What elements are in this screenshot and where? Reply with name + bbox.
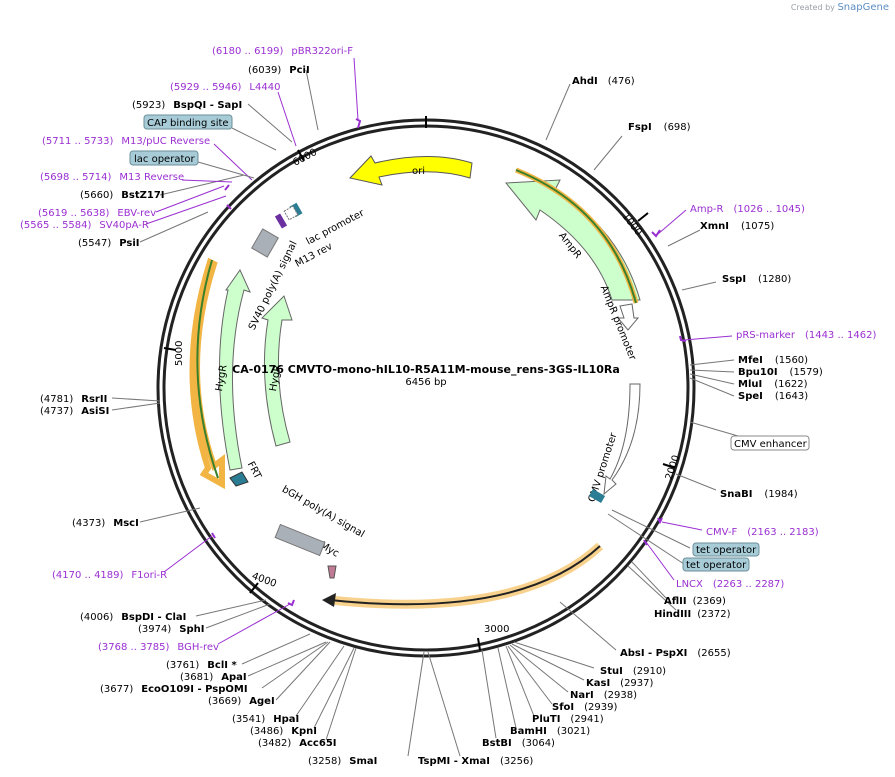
cmv-promoter-feature [603,383,641,496]
enzyme-bspqi-sapi: (5923)BspQI - SapI [132,100,242,111]
hygr-feature-1 [219,268,251,471]
enzyme-bspdi-clai: (4006)BspDI - ClaI [80,612,186,623]
enzyme-fspi: FspI(698) [628,122,691,133]
ori-feature [349,155,473,186]
created-by-text: Created by [790,3,835,12]
tet-operator-box-1: tet operator [692,542,760,557]
cmv-enhancer-box: CMV enhancer [730,435,810,451]
primer-marks [211,118,687,607]
cap-binding-site-label: CAP binding site [147,118,229,129]
primer-prs-marker: pRS-marker(1443 .. 1462) [736,330,876,341]
primer-amp-r: Amp-R(1026 .. 1045) [690,204,805,215]
enzyme-spei: SpeI(1643) [738,391,808,402]
m13-rev-label: M13 rev [294,241,335,270]
plasmid-size: 6456 bp [405,377,446,388]
enzyme-stui: StuI(2910) [600,666,666,677]
enzyme-xmni: XmnI(1075) [700,221,774,232]
enzyme-nari: NarI(2938) [570,690,637,701]
insert-orf-arrowhead [322,593,336,607]
lac-operator-site [274,213,288,229]
lac-operator-label: lac operator [134,154,195,165]
ampr-promoter-arrow [616,303,640,331]
enzyme-sphi: (3974)SphI [138,624,204,635]
enzyme-sspi: SspI(1280) [722,274,791,285]
enzyme-bcli: (3761)BclI * [166,660,237,671]
enzyme-leaders [111,69,763,757]
ampr-outer-line-inner [515,169,637,304]
enzyme-pcii: (6039)PciI [248,65,310,76]
lac-operator-box: lac operator [129,150,199,166]
cmv-enhancer-label: CMV enhancer [734,439,808,450]
ampr-feature [504,179,641,301]
cap-binding-site-box: CAP binding site [143,114,233,130]
tet-operator-box-2: tet operator [682,557,750,572]
hygr-label-2: HygR [268,364,283,392]
enzyme-msci: (4373)MscI [72,518,139,529]
lac-promoter-label: lac promoter [304,207,366,247]
primer-l4440: (5929 .. 5946)L4440 [170,82,280,93]
snapgene-logo-text: SnapGene [837,2,889,13]
enzyme-acc65i: (3482)Acc65I [258,738,337,749]
frt-feature [229,471,249,487]
tet-operator-label-2: tet operator [686,560,747,571]
sv40-polya-feature [251,228,279,258]
enzyme-bstbi: BstBI(3064) [482,738,555,749]
hygr-label-1: HygR [214,364,229,392]
backbone-outer [156,118,696,658]
enzyme-kpni: (3486)KpnI [250,726,317,737]
primer-m13-reverse: (5698 .. 5714)M13 Reverse [40,172,184,183]
enzyme-ahdi: AhdI(476) [572,76,635,87]
enzyme-hindiii: HindIII(2372) [654,609,731,620]
myc-feature [327,565,337,579]
enzyme-smai: (3258)SmaI [308,756,377,767]
snapgene-branding: Created by SnapGene [791,2,889,13]
primer-lncx: LNCX(2263 .. 2287) [676,579,784,590]
primer-leaders [145,57,733,645]
enzyme-agei: (3669)AgeI [208,696,275,707]
enzyme-apai: (3681)ApaI [180,672,247,683]
enzyme-aflii: AflII(2369) [664,596,726,607]
insert-orf-line [329,545,601,606]
primer-bgh-rev: (3768 .. 3785)BGH-rev [98,642,219,653]
enzyme-bamhi: BamHI(3021) [510,726,590,737]
enzyme-mlui: MluI(1622) [738,379,808,390]
frt-label: FRT [245,460,264,482]
backbone-inner [162,124,690,652]
enzyme-sfoi: SfoI(2939) [552,702,618,713]
hygr-feature-2 [261,295,293,447]
primer-m13-puc-reverse: (5711 .. 5733)M13/pUC Reverse [42,136,210,147]
bgh-polya-feature [274,523,326,557]
hygr-outer-line [196,259,219,479]
boxed-feature-leaders [197,127,691,565]
enzyme-asisi: (4737)AsiSI [40,406,109,417]
lac-promoter-site [283,205,299,221]
ori-label: ori [412,166,425,177]
enzyme-ecoo109i-pspomi: (3677)EcoO109I - PspOMI [100,684,248,695]
tick-3000: 3000 [484,624,509,635]
primer-f1ori-r: (4170 .. 4189)F1ori-R [52,570,167,581]
enzyme-snabi: SnaBI(1984) [720,489,798,500]
tick-5000: 5000 [174,341,185,366]
tet-site-bar [588,489,606,503]
plasmid-name: CA-0176 CMVTO-mono-hIL10-R5A11M-mouse_re… [232,363,620,376]
enzyme-bpu10i: Bpu10I(1579) [738,367,823,378]
enzyme-mfei: MfeI(1560) [738,355,808,366]
enzyme-rsrii: (4781)RsrII [40,394,107,405]
tick-marks [163,116,676,651]
primer-sv40pa-r: (5565 .. 5584)SV40pA-R [20,220,149,231]
enzyme-tspmi-xmai: TspMI - XmaI(3256) [418,756,533,767]
tet-operator-label-1: tet operator [696,545,757,556]
enzyme-psii: (5547)PsiI [78,238,140,249]
enzyme-kasi: KasI(2937) [586,678,654,689]
enzyme-absi-pspxi: AbsI - PspXI(2655) [620,648,731,659]
enzyme-hpai: (3541)HpaI [232,714,299,725]
primer-cmv-f: CMV-F(2163 .. 2183) [706,527,819,538]
insert-orf-feature [329,542,604,609]
primer-pbr322ori-f: (6180 .. 6199)pBR322ori-F [212,46,353,57]
primer-ebv-rev: (5619 .. 5638)EBV-rev [38,208,156,219]
enzyme-pluti: PluTI(2941) [532,714,604,725]
enzyme-bstz17i: (5660)BstZ17I [80,190,165,201]
